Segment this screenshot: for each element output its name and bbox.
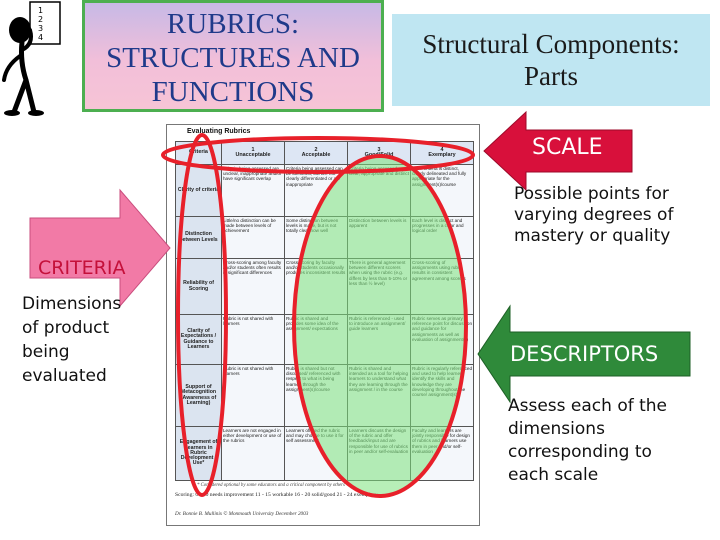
rubric-descriptor: Criteria being assessed are clear, appro… bbox=[347, 164, 411, 217]
criteria-arrow bbox=[29, 188, 171, 308]
rubric-descriptor: Rubric is not shared with learners bbox=[221, 364, 285, 427]
rubric-corner-header: Criteria bbox=[175, 141, 222, 165]
rubric-descriptor: Cross-scoring by faculty and/or students… bbox=[284, 258, 348, 315]
credit-line: Dr. Bonnie B. Mullinix © Monmouth Univer… bbox=[175, 511, 309, 517]
rubric-descriptor: Faculty and learners are jointly respons… bbox=[410, 426, 474, 481]
rubric-criterion: Distinction between Levels bbox=[175, 216, 222, 259]
criteria-label: CRITERIA bbox=[38, 257, 126, 279]
criteria-note-line: evaluated bbox=[22, 366, 107, 386]
rubric-row: Support of Metacognition (Awareness of L… bbox=[175, 364, 474, 427]
rubric-criterion: Clarity of criteria bbox=[175, 164, 222, 217]
scale-arrow bbox=[483, 110, 633, 192]
criteria-note-line: Dimensions bbox=[22, 294, 122, 314]
descriptors-note-line: dimensions bbox=[508, 419, 605, 439]
svg-text:4: 4 bbox=[38, 33, 43, 42]
rubric-criterion: Support of Metacognition (Awareness of L… bbox=[175, 364, 222, 427]
rubric-row: Engagement of Learners in Rubric Develop… bbox=[175, 426, 474, 481]
rubric-descriptor: Rubric is shared and intended as a tool … bbox=[347, 364, 411, 427]
scale-label: SCALE bbox=[532, 135, 603, 160]
descriptors-label: DESCRIPTORS bbox=[510, 342, 659, 366]
subtitle-line-2: Parts bbox=[524, 61, 578, 91]
rubric-descriptor: Learners offered the rubric and may choo… bbox=[284, 426, 348, 481]
level-label: Acceptable bbox=[301, 152, 331, 158]
rubric-descriptor: Criteria being assessed can be identifie… bbox=[284, 164, 348, 217]
title-line-2: STRUCTURES AND bbox=[106, 42, 360, 74]
rubric-descriptor: Learners are not engaged in either devel… bbox=[221, 426, 285, 481]
subtitle-box: Structural Components: Parts bbox=[392, 14, 710, 106]
rubric-row: Distinction between Levels Little/no dis… bbox=[175, 216, 474, 259]
criteria-note-line: of product bbox=[22, 318, 110, 338]
scale-note-line: mastery or quality bbox=[514, 226, 671, 246]
criteria-note: Dimensions of product being evaluated bbox=[22, 292, 152, 388]
rubric-descriptor: Cross-scoring among faculty and/or stude… bbox=[221, 258, 285, 315]
rubric-descriptor: Cross-scoring of assignments using rubri… bbox=[410, 258, 474, 315]
descriptors-note-line: Assess each of the bbox=[508, 396, 668, 416]
rubric-row: Reliability of Scoring Cross-scoring amo… bbox=[175, 258, 474, 315]
criteria-note-line: being bbox=[22, 342, 70, 362]
level-label: Unacceptable bbox=[235, 152, 271, 158]
rubric-criterion: Reliability of Scoring bbox=[175, 258, 222, 315]
title-line-1: RUBRICS: bbox=[166, 8, 300, 40]
subtitle-line-1: Structural Components: bbox=[422, 29, 680, 59]
level-label: Exemplary bbox=[428, 152, 456, 158]
rubric-descriptor: There is general agreement between diffe… bbox=[347, 258, 411, 315]
descriptors-note: Assess each of the dimensions correspond… bbox=[508, 395, 714, 487]
rubric-descriptor: Rubric is regularly referenced and used … bbox=[410, 364, 474, 427]
thinking-figure-icon: 1 2 3 4 bbox=[2, 1, 61, 116]
rubric-descriptor: Rubric is shared but not discussed/ refe… bbox=[284, 364, 348, 427]
rubric-descriptor: Little/no distinction can be made betwee… bbox=[221, 216, 285, 259]
scale-note-line: Possible points for bbox=[514, 184, 669, 204]
descriptors-note-line: each scale bbox=[508, 465, 599, 485]
title-line-3: FUNCTIONS bbox=[151, 76, 315, 108]
title-box: RUBRICS: STRUCTURES AND FUNCTIONS bbox=[82, 0, 384, 112]
rubric-criterion: Engagement of Learners in Rubric Develop… bbox=[175, 426, 222, 481]
rubric-descriptor: Each level is distinct and progresses in… bbox=[410, 216, 474, 259]
rubric-descriptor: Distinction between levels is apparent bbox=[347, 216, 411, 259]
level-label: Good/Solid bbox=[364, 152, 394, 158]
rubric-descriptor: Rubric is not shared with learners bbox=[221, 314, 285, 365]
rubric-descriptor: Each criteria is distinct, clearly delin… bbox=[410, 164, 474, 217]
rubric-descriptor: Learners discuss the design of the rubri… bbox=[347, 426, 411, 481]
rubric-descriptor: Some distinction between levels is made,… bbox=[284, 216, 348, 259]
svg-text:3: 3 bbox=[38, 24, 43, 33]
svg-text:2: 2 bbox=[38, 15, 43, 24]
svg-text:1: 1 bbox=[38, 6, 43, 15]
rubric-descriptor: Rubric serves as primary reference point… bbox=[410, 314, 474, 365]
rubric-row: Clarity of Expectations / Guidance to Le… bbox=[175, 314, 474, 365]
rubric-descriptor: Criteria being assessed are unclear, ina… bbox=[221, 164, 285, 217]
rubric-descriptor: Rubric is referenced - used to introduce… bbox=[347, 314, 411, 365]
rubric-footnote: * Considered optional by some educators … bbox=[197, 483, 345, 488]
rubric-row: Clarity of criteria Criteria being asses… bbox=[175, 164, 474, 217]
scoring-line: Scoring: 0 - 10 needs improvement 11 - 1… bbox=[175, 492, 378, 498]
scale-note-line: varying degrees of bbox=[514, 205, 674, 225]
rubric-criterion: Clarity of Expectations / Guidance to Le… bbox=[175, 314, 222, 365]
rubric-caption: Evaluating Rubrics bbox=[187, 128, 251, 135]
descriptors-arrow bbox=[477, 304, 691, 404]
scale-note: Possible points for varying degrees of m… bbox=[514, 184, 714, 247]
rubric-descriptor: Rubric is shared and provides some idea … bbox=[284, 314, 348, 365]
descriptors-note-line: corresponding to bbox=[508, 442, 652, 462]
